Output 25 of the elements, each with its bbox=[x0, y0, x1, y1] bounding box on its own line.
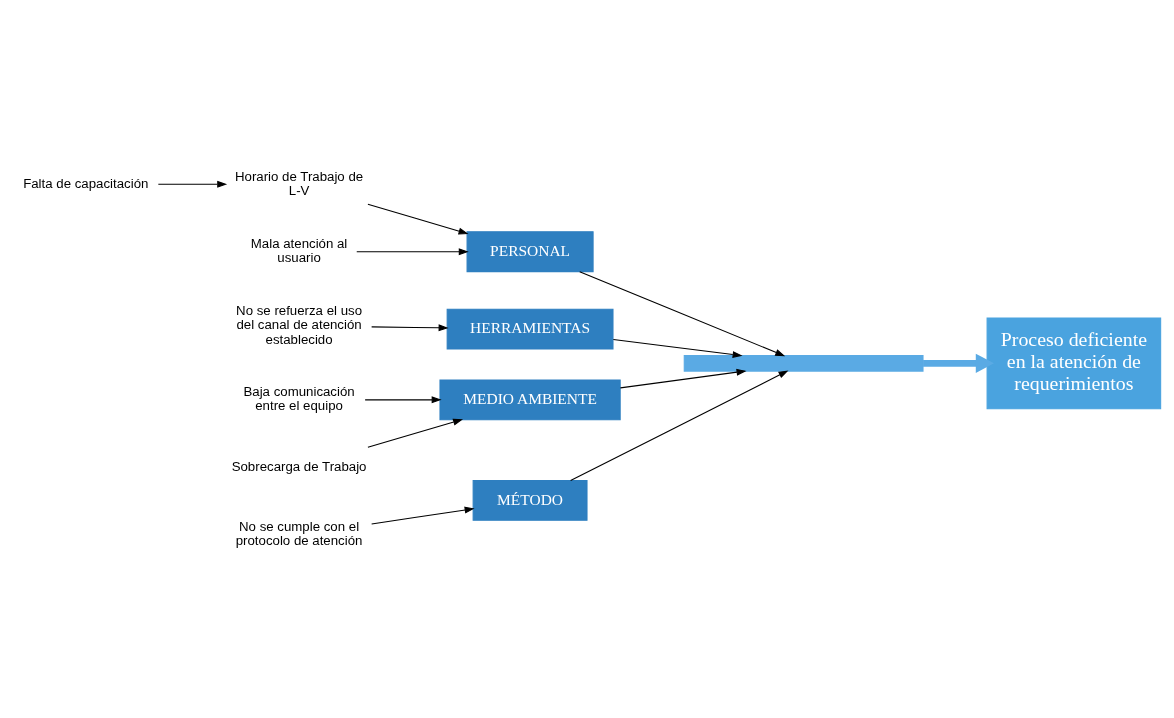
arrow bbox=[371, 506, 475, 525]
arrow bbox=[570, 369, 789, 481]
node-text: No se cumple con el protocolo de atención bbox=[235, 518, 363, 548]
node-box: MÉTODO bbox=[472, 479, 588, 521]
arrow bbox=[367, 203, 469, 234]
arrow bbox=[371, 323, 449, 331]
node-text: Horario de Trabajo de L-V bbox=[234, 168, 364, 198]
node-text: Mala atención al usuario bbox=[250, 235, 348, 265]
node-bar bbox=[683, 354, 924, 372]
node-box: MEDIO AMBIENTE bbox=[439, 378, 621, 420]
arrow bbox=[367, 418, 464, 448]
arrow bbox=[579, 270, 786, 356]
node-text: No se refuerza el uso del canal de atención establecido bbox=[236, 302, 363, 347]
arrow bbox=[157, 180, 228, 188]
node-box: HERRAMIENTAS bbox=[446, 308, 614, 350]
node-text: Baja comunicación entre el equipo bbox=[243, 383, 355, 413]
arrow bbox=[619, 368, 747, 388]
arrow bbox=[356, 247, 469, 255]
arrow bbox=[364, 395, 442, 403]
node-box: PERSONAL bbox=[466, 230, 594, 272]
node-text: Falta de capacitación bbox=[23, 175, 149, 191]
node-box: Proceso deficiente en la atención de requerimientos bbox=[986, 317, 1162, 409]
node-text: Sobrecarga de Trabajo bbox=[231, 458, 367, 474]
arrow bbox=[612, 338, 743, 358]
arrow bbox=[923, 353, 994, 373]
